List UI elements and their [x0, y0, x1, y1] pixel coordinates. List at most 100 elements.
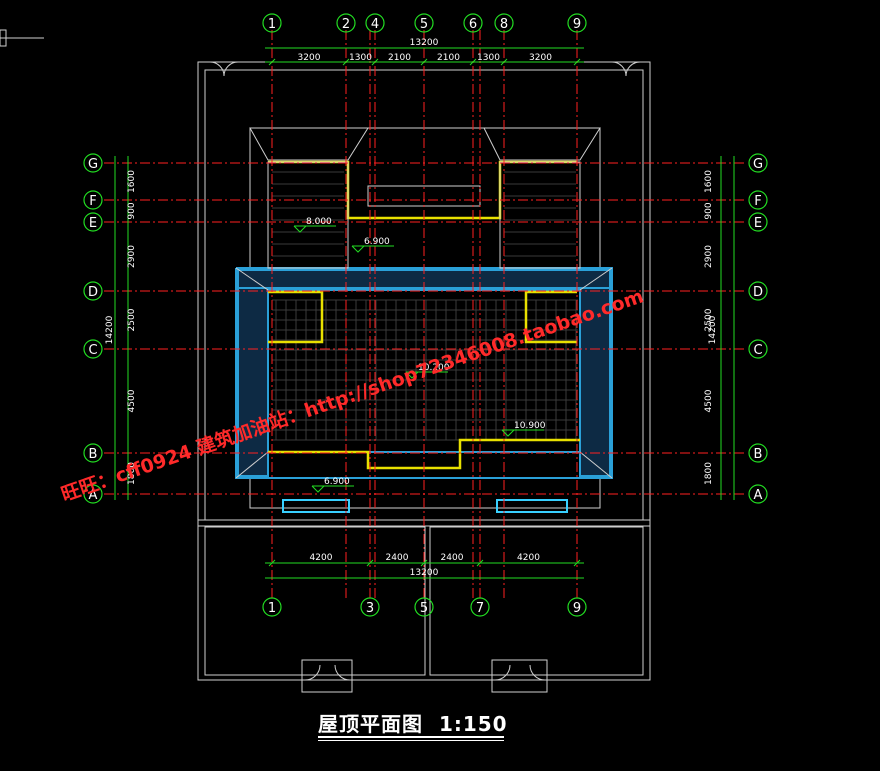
dim-bottom-segment: 4200: [310, 553, 333, 563]
axis-bubble-circle: [83, 212, 103, 232]
elevation-value: 8.000: [306, 217, 332, 227]
axis-bubble-label: A: [89, 488, 98, 503]
dim-left-segment: 2500: [127, 308, 137, 331]
dim-top-segment: 1300: [349, 53, 372, 63]
axis-bubble-circle: [83, 484, 103, 504]
upper-wings: [249, 127, 601, 269]
axis-bubble-circle: [262, 13, 282, 33]
axis-bubble-top-9: 9: [567, 13, 587, 33]
axis-bubble-circle: [470, 597, 490, 617]
elevation-mark: 8.000: [293, 217, 336, 233]
axis-bubble-circle: [83, 281, 103, 301]
axis-bubble-circle: [83, 153, 103, 173]
axis-bubble-label: 1: [268, 601, 276, 616]
elevation-symbol: [405, 371, 448, 379]
axis-bubble-label: 4: [371, 17, 379, 32]
axis-bubble-label: E: [89, 216, 97, 231]
axis-bubble-circle: [414, 13, 434, 33]
axis-bubble-bottom-1: 1: [262, 597, 282, 617]
dim-right-segment: 2900: [704, 245, 714, 268]
elevation-mark: 6.900: [351, 237, 394, 253]
axis-bubble-label: B: [89, 447, 98, 462]
axis-bubble-circle: [262, 597, 282, 617]
elevation-value: 10.200: [418, 363, 450, 373]
axis-bubble-right-G: G: [748, 153, 768, 173]
dim-right-total: 14200: [708, 315, 718, 344]
elevation-symbol: [311, 485, 354, 493]
elevation-mark: 10.200: [405, 363, 450, 379]
axis-bubble-label: G: [88, 157, 98, 172]
dim-top-total: 13200: [410, 38, 439, 48]
hip-lines: [235, 267, 613, 479]
axis-bubble-label: 5: [420, 17, 428, 32]
axis-bubble-label: 1: [268, 17, 276, 32]
axis-bubble-circle: [567, 597, 587, 617]
axis-bubble-circle: [365, 13, 385, 33]
axis-bubble-top-8: 8: [494, 13, 514, 33]
axis-bubble-label: 3: [366, 601, 374, 616]
axis-bubble-bottom-5: 5: [414, 597, 434, 617]
axis-bubble-left-A: A: [83, 484, 103, 504]
dim-right-segment: 900: [704, 202, 714, 219]
elevation-symbol: [293, 225, 336, 233]
axis-bubble-label: 9: [573, 601, 581, 616]
title-name: 屋顶平面图: [318, 712, 423, 736]
axis-bubble-label: 9: [573, 17, 581, 32]
axis-bubble-label: C: [753, 343, 762, 358]
elevation-value: 6.900: [324, 477, 350, 487]
drawing-title: 屋顶平面图 1:150: [318, 708, 508, 737]
dim-left-segment: 1800: [127, 462, 137, 485]
axis-bubble-top-6: 6: [463, 13, 483, 33]
dim-top-segment: 2100: [437, 53, 460, 63]
axis-bubble-right-E: E: [748, 212, 768, 232]
elevation-value: 10.900: [514, 421, 546, 431]
axis-bubble-label: 2: [342, 17, 350, 32]
axis-bubble-label: C: [88, 343, 97, 358]
axis-bubble-right-A: A: [748, 484, 768, 504]
building-outline: [0, 29, 651, 693]
axis-bubble-circle: [83, 443, 103, 463]
elevation-marks: 8.000 6.900 10.200 10.900 6.900: [293, 217, 546, 493]
axis-bubble-circle: [748, 281, 768, 301]
dim-bottom-total: 13200: [410, 568, 439, 578]
axis-bubble-top-2: 2: [336, 13, 356, 33]
dimension-lines: [114, 47, 735, 579]
axis-bubble-top-1: 1: [262, 13, 282, 33]
axis-bubble-right-B: B: [748, 443, 768, 463]
axis-bubble-bottom-9: 9: [567, 597, 587, 617]
elevation-symbol: [501, 429, 544, 437]
axis-bubble-top-4: 4: [365, 13, 385, 33]
dim-bottom-segment: 4200: [517, 553, 540, 563]
axis-bubble-right-C: C: [748, 339, 768, 359]
axis-bubble-label: 5: [420, 601, 428, 616]
elevation-mark: 10.900: [501, 421, 546, 437]
axis-bubble-left-E: E: [83, 212, 103, 232]
axis-bubble-label: E: [754, 216, 762, 231]
axis-bubble-circle: [83, 339, 103, 359]
dim-bottom-segment: 2400: [441, 553, 464, 563]
axis-bubble-top-5: 5: [414, 13, 434, 33]
dim-left-segment: 2900: [127, 245, 137, 268]
axis-bubble-left-B: B: [83, 443, 103, 463]
dim-top-segment: 3200: [298, 53, 321, 63]
axis-bubble-left-C: C: [83, 339, 103, 359]
axis-bubble-circle: [748, 339, 768, 359]
elevation-symbol: [351, 245, 394, 253]
axis-bubble-circle: [748, 190, 768, 210]
dim-top-segment: 2100: [388, 53, 411, 63]
dim-right-segment: 1600: [704, 170, 714, 193]
dim-top-segment: 1300: [477, 53, 500, 63]
axis-bubble-bottom-3: 3: [360, 597, 380, 617]
axis-bubble-circle: [748, 212, 768, 232]
axis-bubble-right-D: D: [748, 281, 768, 301]
dim-left-segment: 900: [127, 202, 137, 219]
axis-bubble-circle: [463, 13, 483, 33]
axis-bubble-left-D: D: [83, 281, 103, 301]
axis-bubble-circle: [360, 597, 380, 617]
dim-right-segment: 4500: [704, 389, 714, 412]
axis-lines: [104, 30, 745, 600]
axis-bubble-bottom-7: 7: [470, 597, 490, 617]
axis-bubble-circle: [748, 443, 768, 463]
axis-bubble-label: 7: [476, 601, 484, 616]
